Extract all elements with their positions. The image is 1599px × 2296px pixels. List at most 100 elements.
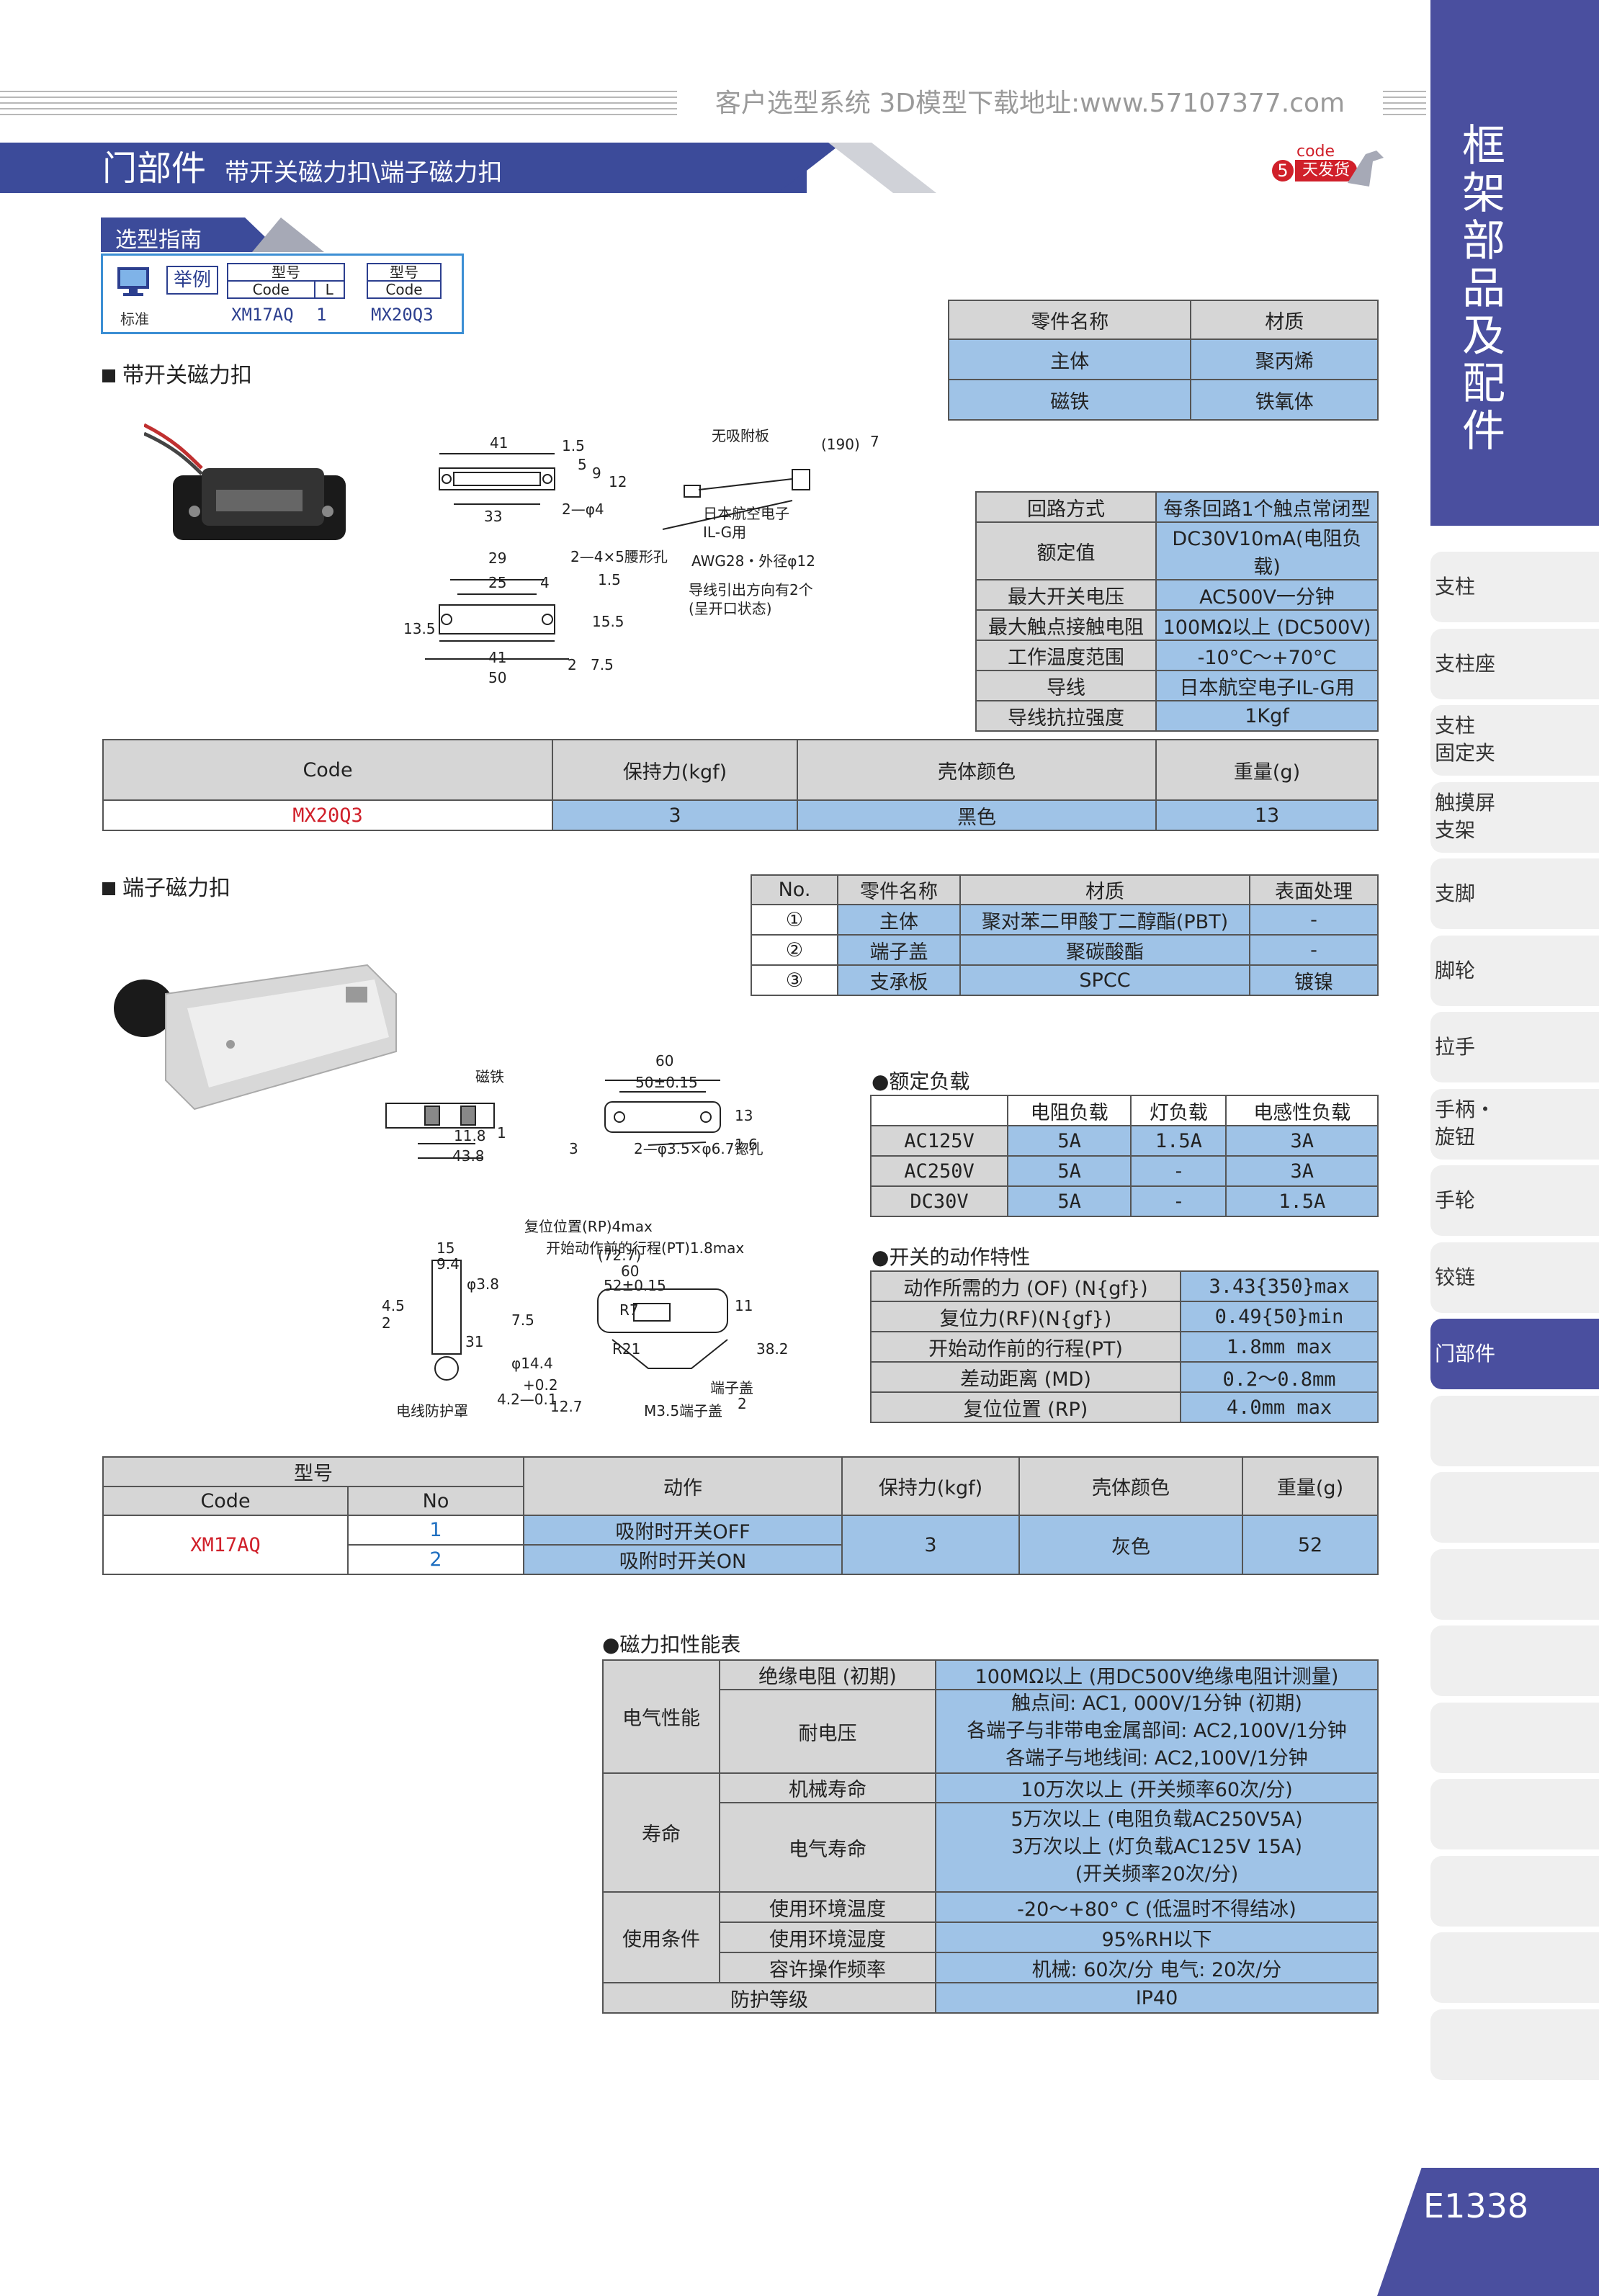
action-row: 开始动作前的行程(PT)1.8mm max xyxy=(870,1331,1379,1363)
spec-label: 导线抗拉强度 xyxy=(975,700,1157,732)
dim-41b: 41 xyxy=(488,649,506,666)
s1-mat-r2c2: 铁氧体 xyxy=(1190,379,1379,421)
s2-mat-no: ③ xyxy=(751,964,838,996)
perf-g2r2-value: 5万次以上 (电阻负载AC250V5A) 3万次以上 (灯负载AC125V 15… xyxy=(935,1802,1379,1893)
sidebar-tab[interactable] xyxy=(1430,1702,1599,1773)
spec-row: 工作温度范围-10°C～+70°C xyxy=(975,640,1379,671)
dim-phi4: 2—φ4 xyxy=(562,501,604,518)
s1-code-h3: 壳体颜色 xyxy=(797,739,1157,801)
sidebar-tab[interactable]: 支脚 xyxy=(1430,858,1599,929)
sidebar-tab[interactable]: 支柱 固定夹 xyxy=(1430,705,1599,776)
sidebar-tab[interactable]: 铰链 xyxy=(1430,1242,1599,1313)
sidebar-tab[interactable]: 手轮 xyxy=(1430,1165,1599,1236)
dim-phi144: φ14.4 xyxy=(511,1355,553,1372)
spec-label: 额定值 xyxy=(975,521,1157,580)
ex2-code: MX20Q3 xyxy=(371,305,434,325)
dim-2: 2 xyxy=(568,656,577,673)
dim-60: 60 xyxy=(655,1052,673,1069)
perf-g4-label: 防护等级 xyxy=(602,1982,936,2014)
sidebar-tab[interactable]: 拉手 xyxy=(1430,1012,1599,1082)
spec-row: 回路方式每条回路1个触点常闭型 xyxy=(975,491,1379,523)
dim-31: 31 xyxy=(465,1333,483,1350)
dim-127: 12.7 xyxy=(550,1398,583,1415)
s1-hold-value: 3 xyxy=(552,799,798,831)
sidebar-tab[interactable] xyxy=(1430,1625,1599,1696)
performance-title: ●磁力扣性能表 xyxy=(602,1633,741,1656)
dim-135: 13.5 xyxy=(403,620,436,637)
sidebar-tab[interactable]: 支柱座 xyxy=(1430,628,1599,699)
performance-table: 电气性能 绝缘电阻 (初期) 100MΩ以上 (用DC500V绝缘电阻计测量) … xyxy=(602,1659,1379,2014)
s1-mat-r1c2: 聚丙烯 xyxy=(1190,338,1379,380)
dim-15b: 1.5 xyxy=(598,571,621,588)
sidebar-tab-label: 铰链 xyxy=(1435,1265,1476,1289)
computer-icon xyxy=(117,267,149,296)
s2-action-1: 吸附时开关OFF xyxy=(523,1515,843,1546)
sidebar-tab[interactable]: 门部件 xyxy=(1430,1319,1599,1389)
standard-label: 标准 xyxy=(120,310,149,328)
sidebar-tab[interactable] xyxy=(1430,1932,1599,2003)
section2-title: 端子磁力扣 xyxy=(102,870,230,902)
sidebar-category-panel xyxy=(1430,0,1599,526)
s1-mat-h2: 材质 xyxy=(1190,300,1379,340)
perf-g1r1-label: 绝缘电阻 (初期) xyxy=(719,1659,936,1690)
dim-60b: 60 xyxy=(621,1263,639,1280)
label-reset: 复位位置(RP)4max xyxy=(524,1218,653,1235)
ex2-model-header: 型号 xyxy=(368,264,440,282)
sidebar-tab[interactable] xyxy=(1430,1855,1599,1927)
action-label: 复位位置 (RP) xyxy=(870,1391,1181,1423)
rated-load-value: 5A xyxy=(1006,1185,1132,1217)
perf-g3r2-value: 95%RH以下 xyxy=(935,1921,1379,1953)
sidebar-tab[interactable] xyxy=(1430,1779,1599,1849)
terminal-magnet-photo xyxy=(114,964,397,1111)
s2-mat-no: ② xyxy=(751,934,838,966)
dim-4: 4 xyxy=(540,574,550,591)
delivery-badge: code 5 天发货 xyxy=(1268,143,1384,193)
action-label: 复位力(RF)(N{gf}) xyxy=(870,1301,1181,1332)
sidebar-tab[interactable]: 手柄・ 旋钮 xyxy=(1430,1088,1599,1160)
rl-h3: 电感性负载 xyxy=(1225,1095,1379,1126)
sidebar-tab-label: 门部件 xyxy=(1435,1342,1496,1366)
sidebar-tab[interactable]: 支柱 xyxy=(1430,552,1599,622)
spec-value: 1Kgf xyxy=(1155,700,1379,732)
sidebar-tab[interactable]: 脚轮 xyxy=(1430,935,1599,1006)
sidebar-tab[interactable]: 触摸屏 支架 xyxy=(1430,781,1599,853)
label-ilg: IL-G用 xyxy=(703,524,746,541)
perf-g2r2-line3: (开关频率20次/分) xyxy=(1075,1863,1239,1885)
rl-h1: 电阻负载 xyxy=(1006,1095,1132,1126)
page-number-box: E1338 xyxy=(1377,2168,1599,2296)
dim-118: 11.8 xyxy=(454,1127,486,1144)
spec-value: AC500V一分钟 xyxy=(1155,579,1379,611)
dim-94: 9.4 xyxy=(436,1255,460,1273)
dim-slot2: 2—φ3.5×φ6.7锪孔 xyxy=(634,1140,763,1157)
perf-g1r2-line1: 触点间: AC1, 000V/1分钟 (初期) xyxy=(1011,1692,1302,1715)
perf-g1: 电气性能 xyxy=(602,1659,720,1774)
sidebar-tab-label: 拉手 xyxy=(1435,1035,1476,1059)
action-value: 4.0mm max xyxy=(1180,1391,1379,1423)
s2-h-code: Code xyxy=(102,1486,349,1516)
rated-load-value: 1.5A xyxy=(1130,1125,1227,1157)
label-term: 端子盖 xyxy=(710,1379,753,1396)
action-label: 差动距离 (MD) xyxy=(870,1361,1181,1393)
sidebar-tab[interactable] xyxy=(1430,1548,1599,1620)
sidebar-tab[interactable] xyxy=(1430,1395,1599,1466)
spec-label: 导线 xyxy=(975,670,1157,701)
s1-code-value: MX20Q3 xyxy=(102,799,553,831)
badge-days: 5 xyxy=(1272,160,1294,181)
dim-16: 1.6 xyxy=(735,1136,758,1153)
dim-727: (72.7) xyxy=(598,1247,641,1264)
sidebar-tab-label: 支柱座 xyxy=(1435,651,1496,676)
action-label: 开始动作前的行程(PT) xyxy=(870,1331,1181,1363)
action-row: 复位力(RF)(N{gf})0.49{50}min xyxy=(870,1301,1379,1332)
sidebar-tab[interactable] xyxy=(1430,1472,1599,1543)
s2-mat-material: SPCC xyxy=(959,964,1250,996)
sidebar-tab-label: 支柱 固定夹 xyxy=(1435,714,1496,765)
action-row: 差动距离 (MD)0.2～0.8mm xyxy=(870,1361,1379,1393)
spec-label: 最大开关电压 xyxy=(975,579,1157,611)
dim-12: 12 xyxy=(609,473,627,490)
s2-weight-value: 52 xyxy=(1242,1515,1379,1575)
sidebar-tab[interactable] xyxy=(1430,2009,1599,2080)
